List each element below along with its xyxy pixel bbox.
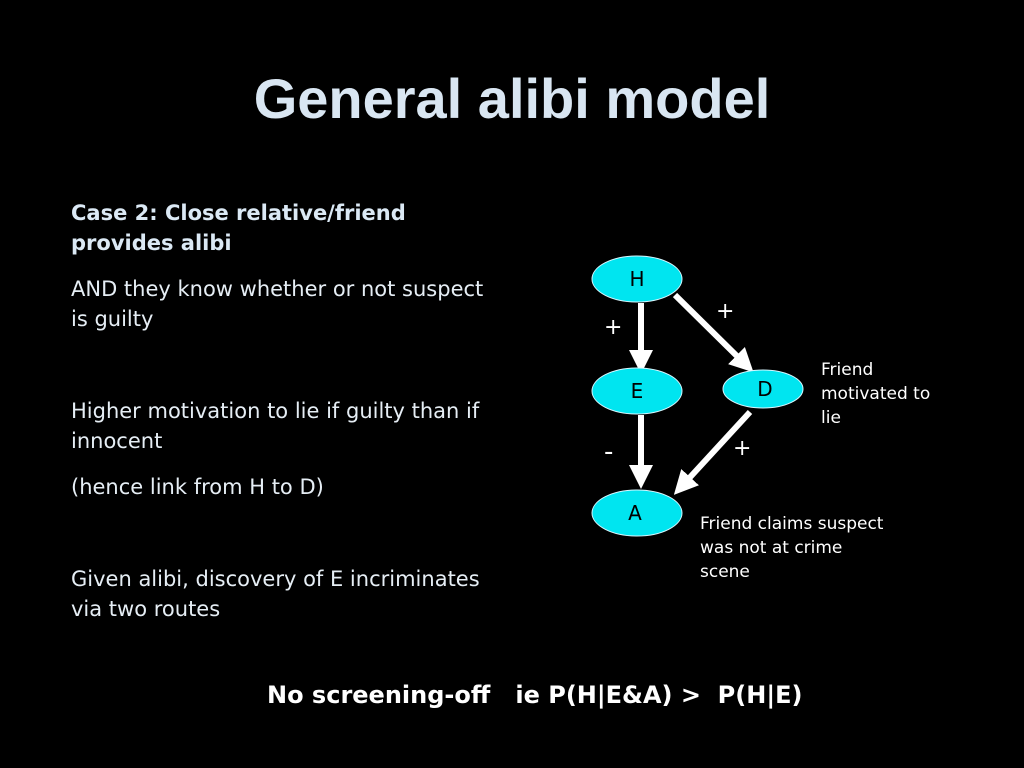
screening-off-statement: No screening-off ie P(H|E&A) > P(H|E) [267,681,803,709]
paragraph-link-note: (hence link from H to D) [71,475,324,499]
slide-title: General alibi model [253,67,771,130]
note-d-line2: motivated to [821,384,930,404]
note-friend-claims: Friend claims suspect was not at crime s… [700,514,884,582]
note-a-line3: scene [700,562,750,582]
node-h-label: H [629,267,644,291]
sign-d-to-a: + [733,436,751,461]
node-d: D [722,369,804,409]
sign-e-to-a: - [604,437,613,467]
node-e-label: E [631,379,644,403]
note-a-line2: was not at crime [700,538,842,558]
note-friend-motivated: Friend motivated to lie [821,360,930,428]
case-heading: Case 2: Close relative/friend provides a… [71,201,406,255]
sign-h-to-e: + [604,315,622,340]
edge-h-to-d [672,292,754,373]
node-a-label: A [628,501,642,525]
node-a: A [591,489,683,537]
paragraph-two-routes: Given alibi, discovery of E incriminates… [71,567,480,621]
left-text-block: Case 2: Close relative/friend provides a… [71,198,501,624]
edge-d-to-a [673,409,753,495]
note-a-line1: Friend claims suspect [700,514,884,534]
note-d-line3: lie [821,408,841,428]
paragraph-know-guilt: AND they know whether or not suspect is … [71,277,484,331]
node-e: E [591,367,683,415]
node-d-label: D [757,377,772,401]
sign-h-to-d: + [716,299,734,324]
note-d-line1: Friend [821,360,873,380]
node-h: H [591,255,683,303]
paragraph-motivation: Higher motivation to lie if guilty than … [71,399,480,453]
